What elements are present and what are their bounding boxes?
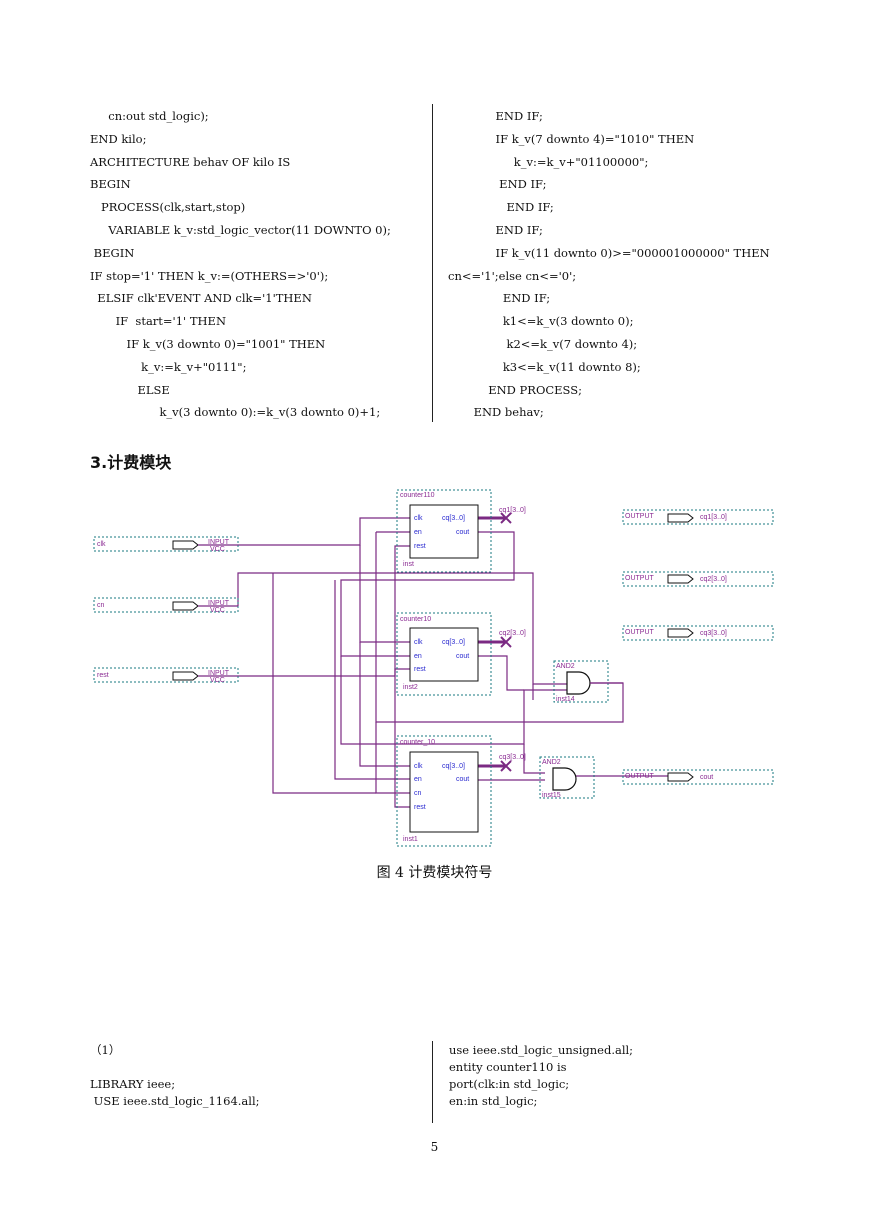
code-line: IF k_v(7 downto 4)="1010" THEN (448, 131, 695, 146)
code-line: LIBRARY ieee; (90, 1077, 176, 1091)
output-3-name: cq3[3..0] (700, 630, 727, 637)
counter-3-port-cn: cn (414, 790, 422, 797)
code-line: k_v(3 downto 0):=k_v(3 downto 0)+1; (90, 405, 381, 420)
code-line: （1） (90, 1043, 121, 1057)
code-line: IF stop='1' THEN k_v:=(OTHERS=>'0'); (90, 268, 329, 283)
code-line: cn<='1';else cn<='0'; (448, 268, 577, 283)
code-line: ELSIF clk'EVENT AND clk='1'THEN (90, 291, 312, 306)
counter-2-port-en: en (414, 653, 422, 660)
column-divider (432, 104, 433, 422)
code-line: k2<=k_v(7 downto 4); (448, 336, 638, 351)
input-cn-tag: INPUT (208, 600, 230, 607)
counter-2-inst: inst2 (403, 684, 418, 691)
code-line: cn:out std_logic); (90, 109, 209, 123)
counter-2-title: counter10 (400, 616, 431, 623)
counter-3-title: counter_10 (400, 739, 435, 746)
counter-3-port-cq: cq[3..0] (442, 763, 465, 770)
code-line: END behav; (448, 405, 544, 420)
output-4-name: cout (700, 774, 713, 781)
code-line: use ieee.std_logic_unsigned.all; (449, 1043, 634, 1057)
column-divider-bottom (432, 1041, 433, 1123)
code-line: ARCHITECTURE behav OF kilo IS (90, 154, 291, 169)
code-line: END IF; (448, 222, 543, 237)
code-line: END IF; (448, 177, 547, 192)
code-line: k_v:=k_v+"0111"; (90, 359, 247, 374)
input-cn-sub: VCC (210, 607, 225, 614)
code-line: BEGIN (90, 245, 135, 260)
counter-3-port-clk: clk (414, 763, 423, 770)
counter-2-port-rest: rest (414, 666, 426, 673)
counter-1-port-cq: cq[3..0] (442, 515, 465, 522)
input-rest-name: rest (97, 672, 109, 679)
counter-1-port-en: en (414, 529, 422, 536)
code-block-left: cn:out std_logic); END kilo; ARCHITECTURE … (90, 105, 391, 424)
counter-1-port-cout: cout (456, 529, 469, 536)
code-line: BEGIN (90, 177, 131, 192)
output-4-tag: OUTPUT (625, 773, 655, 780)
counter-1-port-rest: rest (414, 543, 426, 550)
output-1-name: cq1[3..0] (700, 514, 727, 521)
code-line: k3<=k_v(11 downto 8); (448, 359, 641, 374)
code-line: END IF; (448, 200, 554, 215)
input-clk-tag: INPUT (208, 539, 230, 546)
gate-1-type: AND2 (556, 663, 575, 670)
gate-1-inst: inst14 (556, 696, 575, 703)
input-cn-name: cn (97, 602, 105, 609)
input-rest-tag: INPUT (208, 670, 230, 677)
code-line: en:in std_logic; (449, 1094, 538, 1108)
code-line: IF k_v(3 downto 0)="1001" THEN (90, 336, 326, 351)
gate-2-inst: inst15 (542, 792, 561, 799)
code-line: k_v:=k_v+"01100000"; (448, 154, 649, 169)
input-clk-sub: VCC (210, 546, 225, 553)
code-line: END IF; (448, 109, 543, 123)
code-line: entity counter110 is (449, 1060, 567, 1074)
code-block-bottom-right: use ieee.std_logic_unsigned.all;entity c… (449, 1042, 633, 1110)
counter-2-port-clk: clk (414, 639, 423, 646)
code-line: END IF; (448, 291, 551, 306)
code-line: IF k_v(11 downto 0)>="000001000000" THEN (448, 245, 770, 260)
counter-2-bus: cq2[3..0] (499, 630, 526, 637)
output-2-name: cq2[3..0] (700, 576, 727, 583)
code-line: END PROCESS; (448, 382, 582, 397)
counter-1-port-clk: clk (414, 515, 423, 522)
counter-3-port-cout: cout (456, 776, 469, 783)
counter-1-inst: inst (403, 561, 414, 568)
section-heading: 3.计费模块 (90, 453, 172, 472)
code-line: IF start='1' THEN (90, 314, 227, 329)
counter-1-title: counter110 (400, 492, 435, 499)
code-line: END kilo; (90, 131, 147, 146)
input-clk-name: clk (97, 541, 106, 548)
code-block-right: END IF; IF k_v(7 downto 4)="1010" THEN k… (448, 105, 770, 424)
code-line: VARIABLE k_v:std_logic_vector(11 DOWNTO … (90, 222, 391, 237)
counter-1-bus: cq1[3..0] (499, 507, 526, 514)
counter-2-port-cout: cout (456, 653, 469, 660)
output-3-tag: OUTPUT (625, 629, 655, 636)
code-line: port(clk:in std_logic; (449, 1077, 570, 1091)
code-line: ELSE (90, 382, 170, 397)
counter-3-port-en: en (414, 776, 422, 783)
code-line (90, 1059, 260, 1076)
counter-3-inst: inst1 (403, 836, 418, 843)
code-block-bottom-left: （1） LIBRARY ieee; USE ieee.std_logic_116… (90, 1042, 260, 1110)
code-line: PROCESS(clk,start,stop) (90, 200, 246, 215)
output-2-tag: OUTPUT (625, 575, 655, 582)
code-line: USE ieee.std_logic_1164.all; (90, 1094, 260, 1108)
figure-caption: 图 4 计费模块符号 (376, 865, 493, 881)
page-number: 5 (430, 1140, 439, 1154)
counter-3-bus: cq3[3..0] (499, 754, 526, 761)
input-rest-sub: VCC (210, 677, 225, 684)
code-line: k1<=k_v(3 downto 0); (448, 314, 634, 329)
counter-2-port-cq: cq[3..0] (442, 639, 465, 646)
counter-3-port-rest: rest (414, 804, 426, 811)
output-1-tag: OUTPUT (625, 513, 655, 520)
gate-2-type: AND2 (542, 759, 561, 766)
